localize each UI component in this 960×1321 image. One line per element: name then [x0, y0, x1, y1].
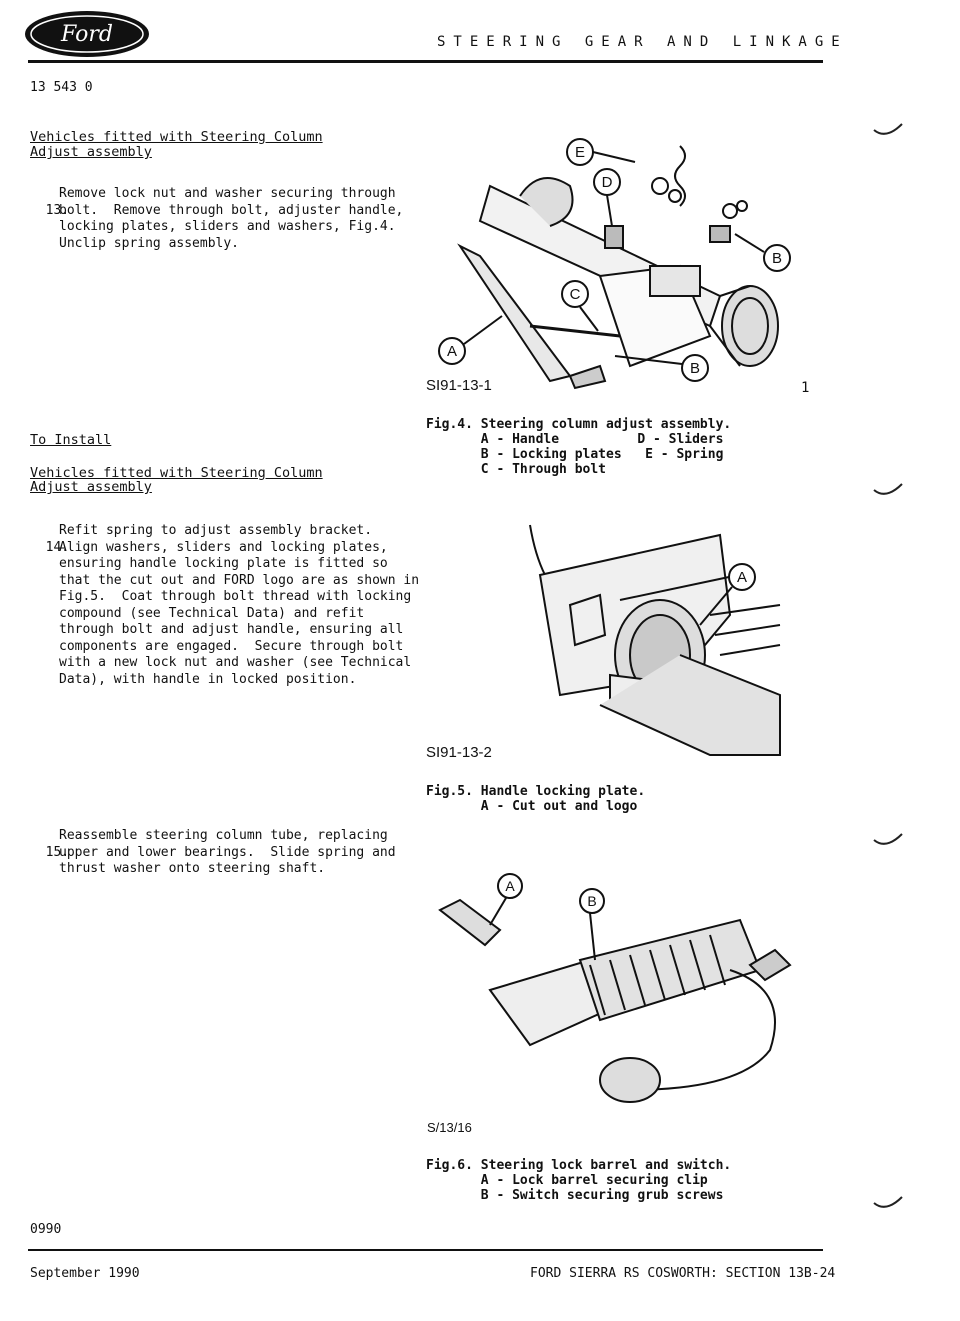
callout-label: A	[737, 569, 747, 586]
step-number: 13.	[45, 202, 70, 218]
callout-label: D	[602, 174, 613, 191]
figure-4-illustration: E D B C A B	[438, 138, 791, 390]
step-number: 14.	[45, 539, 70, 555]
step-15: 15.	[30, 828, 74, 861]
figure-6-illustration: A B	[438, 873, 792, 1103]
section-heading-cont: Adjust assembly	[30, 144, 152, 160]
margin-checkmark-icon	[873, 483, 903, 495]
callout-label: B	[587, 893, 596, 909]
figure-5-illustration: A	[529, 524, 781, 756]
install-heading: To Install	[30, 432, 112, 448]
page-header-title: STEERING GEAR AND LINKAGE	[437, 34, 848, 50]
step-15-text: Reassemble steering column tube, replaci…	[59, 828, 396, 876]
callout-label: C	[570, 286, 581, 303]
figure-4-ref: SI91-13-1	[426, 377, 492, 394]
margin-checkmark-icon	[873, 833, 903, 845]
step-14-text: Refit spring to adjust assembly bracket.…	[59, 523, 420, 687]
step-14: 14.	[30, 523, 74, 556]
step-13-text: Remove lock nut and washer securing thro…	[59, 186, 404, 251]
figure-4-caption: Fig.4. Steering column adjust assembly. …	[426, 417, 732, 477]
callout-label: A	[505, 878, 515, 894]
page-code: 0990	[30, 1222, 62, 1237]
footer-date: September 1990	[30, 1266, 140, 1281]
figure-5-ref: SI91-13-2	[426, 744, 492, 761]
figure-6-caption: Fig.6. Steering lock barrel and switch. …	[426, 1158, 732, 1203]
margin-checkmark-icon	[873, 123, 903, 135]
callout-label: B	[690, 360, 700, 377]
figure-6-ref: S/13/16	[427, 1120, 472, 1135]
ford-logo-text: Ford	[60, 22, 113, 47]
ford-logo: Ford	[25, 11, 149, 57]
page-mark: 1	[801, 380, 810, 396]
header-rule	[28, 60, 823, 63]
callout-label: E	[575, 144, 585, 161]
footer-rule	[28, 1249, 823, 1251]
callout-label: B	[772, 250, 782, 267]
margin-checkmark-icon	[873, 1196, 903, 1208]
step-13: 13.	[30, 186, 74, 219]
section-heading: Vehicles fitted with Steering Column	[30, 465, 323, 481]
step-number: 15.	[45, 844, 70, 860]
section-heading-cont: Adjust assembly	[30, 479, 152, 495]
document-number: 13 543 0	[30, 80, 93, 95]
footer-section: FORD SIERRA RS COSWORTH: SECTION 13B-24	[530, 1266, 836, 1281]
callout-label: A	[447, 343, 457, 360]
section-heading: Vehicles fitted with Steering Column	[30, 129, 323, 145]
figure-5-caption: Fig.5. Handle locking plate. A - Cut out…	[426, 784, 646, 814]
